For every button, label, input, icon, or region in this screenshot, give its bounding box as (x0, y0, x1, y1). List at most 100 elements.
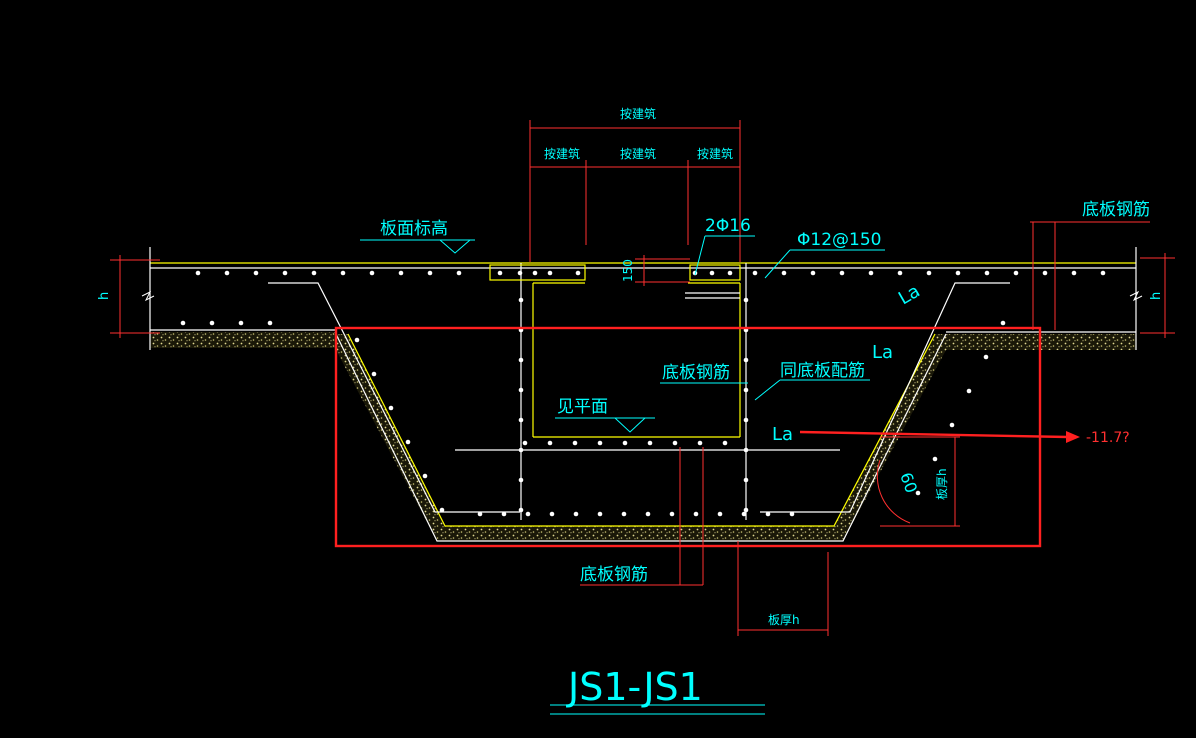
rebar-dot (810, 270, 816, 276)
rebar-dot (717, 511, 723, 517)
annotation-arrow (799, 430, 1080, 443)
rebar-dot (518, 477, 524, 483)
rebar-dot (743, 297, 749, 303)
rebar-dot (622, 440, 628, 446)
rebar-dot (897, 270, 903, 276)
leader-lines (360, 235, 885, 715)
rebar-dot (371, 371, 377, 377)
rebar-dot (949, 422, 955, 428)
rebar-dot (597, 511, 603, 517)
see-plan-label: 见平面 (557, 397, 608, 417)
rebar-dot (955, 270, 961, 276)
rebar-dots (180, 270, 1106, 517)
rebar-dot (518, 507, 524, 513)
rebar-dot (518, 357, 524, 363)
rebar-dot (518, 297, 524, 303)
break-marks (141, 290, 1143, 302)
rebar-dot (926, 270, 932, 276)
rebar-dot (267, 320, 273, 326)
rebar-dot (693, 511, 699, 517)
rebar-dot (647, 440, 653, 446)
rebar-dot (722, 440, 728, 446)
rebar-dot (522, 440, 528, 446)
bottom-rebar-right-label: 底板钢筋 (1082, 200, 1150, 220)
dim-top-label: 按建筑 (620, 106, 656, 121)
section-title: JS1-JS1 (566, 665, 703, 709)
rebar-dot (645, 511, 651, 517)
dim-150-label: 150 (621, 259, 635, 282)
rebar-dot (743, 447, 749, 453)
rebar-dot (477, 511, 483, 517)
rebar-dot (439, 507, 445, 513)
rebar-dot (224, 270, 230, 276)
rebar-dot (868, 270, 874, 276)
rebar-dot (984, 270, 990, 276)
rebar-dot (727, 270, 733, 276)
rebar-d12-label: Φ12@150 (797, 230, 881, 250)
rebar-dot (1000, 320, 1006, 326)
rebar-dot (1071, 270, 1077, 276)
slab-thickness-label: 板厚h (768, 613, 800, 627)
rebar-dot (932, 456, 938, 462)
rebar-dot (597, 440, 603, 446)
rebar-dot (709, 270, 715, 276)
rebar-dot (1042, 270, 1048, 276)
rebar-dot (180, 320, 186, 326)
rebar-dot (915, 490, 921, 496)
rebar-dot (575, 270, 581, 276)
rebar-dot (456, 270, 462, 276)
slab-top-elevation-label: 板面标高 (380, 219, 448, 239)
rebar-dot (752, 270, 758, 276)
rebar-dot (405, 439, 411, 445)
annotation-value: -11.7? (1086, 430, 1130, 446)
rebar-dot (195, 270, 201, 276)
rebar-dot (1013, 270, 1019, 276)
rebar-dot (743, 357, 749, 363)
same-as-bottom-label: 同底板配筋 (780, 361, 865, 381)
rebar-dot (369, 270, 375, 276)
rebar-dot (549, 511, 555, 517)
rebar-dot (789, 511, 795, 517)
rebar-dot (398, 270, 404, 276)
dimension-lines (110, 120, 1175, 636)
rebar-dot (427, 270, 433, 276)
rebar-dot (497, 270, 503, 276)
rebar-dot (311, 270, 317, 276)
rebar-dot (547, 270, 553, 276)
rebar-dot (238, 320, 244, 326)
rebar-dot (983, 354, 989, 360)
h-right-label: h (1149, 292, 1164, 300)
rebar-dot (743, 387, 749, 393)
rebar-dot (572, 440, 578, 446)
rebar-dot (669, 511, 675, 517)
slab-thickness-vertical-label: 板厚h (935, 468, 949, 500)
rebar-dot (743, 507, 749, 513)
la-label-1: La (895, 281, 924, 310)
rebar-dot (621, 511, 627, 517)
rebar-dot (966, 388, 972, 394)
rebar-dot (388, 405, 394, 411)
rebar-dot (422, 473, 428, 479)
rebar-dot (209, 320, 215, 326)
rebar-dot (697, 440, 703, 446)
rebar-dot (547, 440, 553, 446)
rebar-dot (672, 440, 678, 446)
rebar-dot (525, 511, 531, 517)
dim-right-label: 按建筑 (697, 146, 733, 161)
rebar-dot (518, 417, 524, 423)
dim-mid-label: 按建筑 (620, 146, 656, 161)
rebar-2d16-label: 2Φ16 (705, 216, 751, 236)
rebar-dot (253, 270, 259, 276)
rebar-dot (282, 270, 288, 276)
la-label-2: La (872, 342, 893, 363)
rebar-dot (781, 270, 787, 276)
rebar-dot (354, 337, 360, 343)
rebar-dot (532, 270, 538, 276)
rebar-dot (501, 511, 507, 517)
rebar-dot (573, 511, 579, 517)
slab-outline (149, 247, 1137, 542)
h-left-label: h (97, 292, 112, 300)
rebar-dot (765, 511, 771, 517)
bottom-rebar-inner-label: 底板钢筋 (662, 363, 730, 383)
